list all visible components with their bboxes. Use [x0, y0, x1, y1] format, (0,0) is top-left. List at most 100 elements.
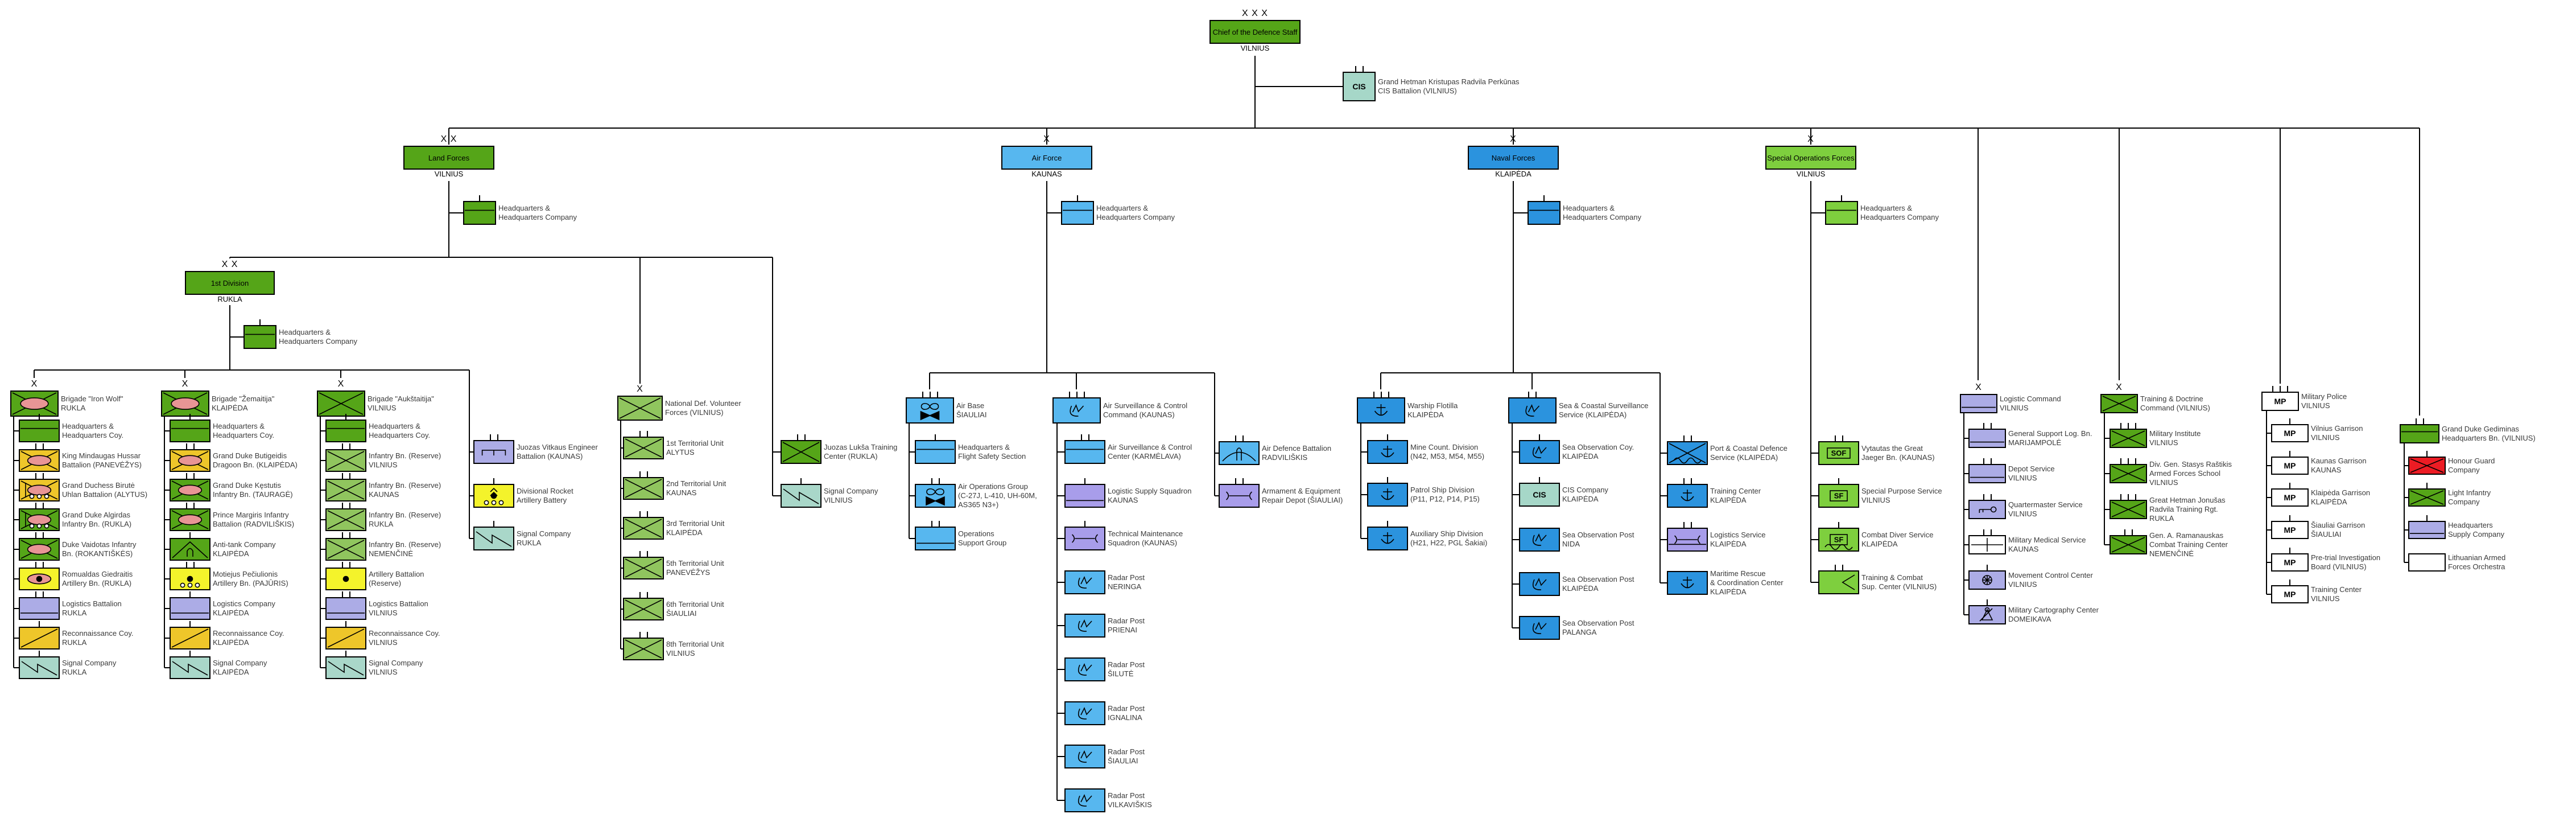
- warship-flotilla-label-line: Warship Flotilla: [1407, 401, 1458, 410]
- echelon-tick: [42, 473, 44, 479]
- sea-observation-coy-label-line: KLAIPĖDA: [1562, 452, 1599, 461]
- b2-signal-coy-label-line: KLAIPĖDA: [213, 668, 249, 676]
- radar-post-silute-label-line: Radar Post: [1108, 660, 1145, 669]
- connector-line: [1964, 579, 1968, 581]
- land-hq-company: Headquarters &Headquarters Company: [463, 195, 577, 225]
- armament-repair-depot-label-line: Repair Depot (ŠIAULIAI): [1262, 496, 1343, 504]
- mp-kaunas-garrison-label-line: Kaunas Garrison: [2311, 457, 2367, 465]
- x-symbol: [619, 397, 661, 419]
- echelon-tick: [42, 591, 44, 597]
- echelon-tick: [2124, 529, 2125, 535]
- hqbot-symbol: [917, 542, 954, 544]
- connector-line: [1660, 495, 1667, 496]
- hq-supply-company-label-line: Headquarters: [2448, 521, 2493, 529]
- echelon-tick: [2120, 494, 2121, 500]
- echelon-tick: [1690, 435, 1692, 441]
- depot-service-label-line: VILNIUS: [2008, 474, 2037, 482]
- echelon-tick: [349, 562, 350, 568]
- connector-line: [2267, 433, 2271, 434]
- 1st-division-echelon: X X: [221, 260, 238, 269]
- echelon-tick: [1987, 565, 1988, 570]
- echelon-tick: [796, 434, 798, 440]
- echelon-tick: [2135, 458, 2136, 464]
- military-police-label-line: Military Police: [2301, 392, 2347, 401]
- connector-line: [1254, 56, 1256, 128]
- b2-hq-coy-label: Headquarters &Headquarters Coy.: [213, 422, 274, 440]
- naval-forces-city: KLAIPĖDA: [1495, 170, 1531, 178]
- connector-line: [1811, 453, 1818, 454]
- connector-line: [2280, 128, 2281, 384]
- echelon-tick: [1068, 392, 1070, 397]
- special-operations-forces-city: VILNIUS: [1796, 170, 1826, 178]
- echelon-tick: [1387, 477, 1388, 483]
- connector-line: [621, 609, 623, 610]
- military-medical-service-label-line: Military Medical Service: [2008, 536, 2086, 544]
- flight-safety-section: Headquarters &Flight Safety Section: [915, 434, 1026, 464]
- echelon-tick: [35, 473, 36, 479]
- b3-infantry-bn-kaunas-label-line: KAUNAS: [369, 490, 399, 499]
- armed-forces-orchestra-label-line: Forces Orchestra: [2448, 562, 2505, 571]
- hq-supply-company-label-line: Supply Company: [2448, 530, 2504, 539]
- echelon-tick: [1076, 392, 1078, 397]
- brigade-zemaitija-label-line: Brigade "Žemaitija": [212, 394, 275, 403]
- radar-post-ignalina-label-line: IGNALINA: [1108, 713, 1142, 722]
- mine-countermeasures-division-label: Mine Count. Division(N42, M53, M54, M55): [1410, 443, 1484, 461]
- connector-line: [2119, 128, 2120, 380]
- maritime-rescue-center-label-line: & Coordination Center: [1710, 578, 1784, 587]
- general-support-logistics-bn-label-line: General Support Log. Bn.: [2008, 429, 2092, 438]
- connector-line: [1214, 373, 1215, 496]
- radar-symbol: [1078, 576, 1092, 589]
- mine-countermeasures-division-label-line: Mine Count. Division: [1410, 443, 1479, 451]
- connector-line: [1057, 800, 1064, 801]
- b1-uhlan-bn-label-line: Grand Duchess Birutė: [62, 481, 135, 490]
- echelon-tick: [193, 473, 195, 479]
- b2-artillery-bn-label-line: Motiejus Pečiulionis: [213, 570, 278, 578]
- air-base-label-line: ŠIAULIAI: [956, 410, 987, 419]
- division-signal-coy-label-line: RUKLA: [517, 539, 542, 547]
- echelon-tick: [938, 521, 940, 527]
- connector-line: [2104, 438, 2109, 439]
- sof-hq-company-label-line: Headquarters Company: [1860, 213, 1939, 221]
- echelon-tick: [2289, 483, 2290, 488]
- hqbot-symbol: [327, 613, 365, 614]
- connector-line: [320, 608, 325, 609]
- connector-line: [1057, 713, 1064, 714]
- echelon-tick: [936, 392, 938, 397]
- volunteer-forces-echelon: X: [637, 384, 643, 394]
- echelon-tick: [929, 392, 931, 397]
- combat-diver-service-label-line: KLAIPĖDA: [1861, 540, 1898, 548]
- volunteer-forces-label-line: National Def. Volunteer: [665, 399, 741, 408]
- b3-infantry-bn-rukla-label-line: RUKLA: [369, 520, 394, 528]
- territorial-unit-8-label-line: VILNIUS: [666, 649, 695, 657]
- connector-line: [164, 490, 170, 491]
- land-signal-coy-label-line: VILNIUS: [824, 496, 853, 504]
- echelon-tick: [646, 632, 648, 638]
- connector-line: [1811, 582, 1818, 583]
- signal-symbol: [476, 531, 512, 547]
- b2-anti-tank-coy-label-line: KLAIPĖDA: [213, 549, 249, 558]
- mp-training-center-label-line: Training Center: [2311, 585, 2362, 594]
- connector-line: [1963, 413, 1964, 615]
